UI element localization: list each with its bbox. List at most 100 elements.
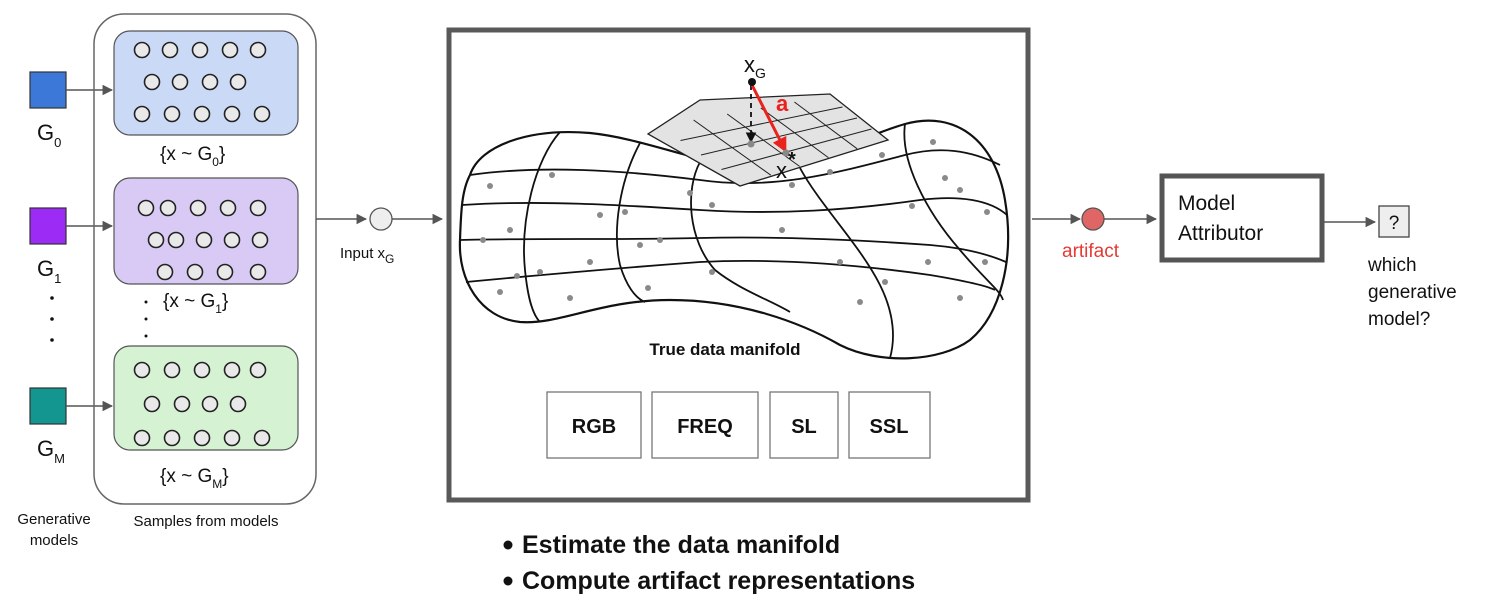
artifact-vector-arrow	[750, 84, 787, 153]
sample-circle	[221, 41, 239, 59]
manifold-grid-line	[903, 123, 1004, 301]
tangent-grid-line	[721, 128, 872, 170]
sample-circle	[249, 199, 267, 217]
tangent-plane-surface	[646, 93, 890, 187]
manifold-point	[497, 289, 503, 295]
sample-circle	[193, 105, 211, 123]
sample-circle	[173, 395, 191, 413]
projection-point	[747, 140, 755, 148]
representation-box-rgb	[546, 391, 642, 459]
manifold-point	[507, 227, 513, 233]
ellipsis-dot	[50, 317, 54, 321]
bullet-list: Estimate the data manifold Compute artif…	[503, 531, 915, 595]
artifact-vector-label: a	[776, 91, 789, 116]
manifold-point	[957, 295, 963, 301]
tangent-plane	[646, 93, 890, 187]
manifold-grid-line	[690, 161, 791, 313]
manifold-point	[982, 259, 988, 265]
manifold-point	[942, 175, 948, 181]
generator-square-g1	[29, 207, 67, 245]
sample-circle	[163, 429, 181, 447]
generator-square-g0	[29, 71, 67, 109]
sample-circle	[171, 73, 189, 91]
model-attributor-label: Model	[1178, 192, 1235, 215]
output-question-mark: ?	[1389, 213, 1400, 234]
representation-box-ssl	[848, 391, 931, 459]
manifold-panel: xG a x * True data manifold RGB FREQ SL …	[446, 27, 1031, 503]
artifact-label: artifact	[1062, 241, 1120, 262]
ellipsis-dot	[144, 300, 148, 304]
sample-circle	[156, 263, 174, 281]
manifold-point	[487, 183, 493, 189]
manifold-point	[537, 269, 543, 275]
sample-circle	[193, 429, 211, 447]
representation-box-sl	[769, 391, 839, 459]
sample-circle	[189, 199, 207, 217]
manifold-point	[637, 242, 643, 248]
manifold-points	[480, 139, 990, 305]
samples-panel: {x ~ G0} {x ~ G1} {x ~ GM} Samples from …	[93, 13, 317, 530]
manifold-point	[779, 227, 785, 233]
input-label: Input xG	[340, 245, 394, 266]
generative-models-label-2: models	[30, 532, 78, 549]
manifold-grid-line	[523, 131, 561, 323]
xg-point	[748, 78, 756, 86]
sample-circle	[193, 361, 211, 379]
manifold-point	[930, 139, 936, 145]
sample-caption-gm: {x ~ GM}	[160, 466, 229, 491]
sample-box-g1	[113, 177, 299, 285]
sample-circle	[251, 231, 269, 249]
sample-circles-g0	[133, 41, 271, 123]
sample-circle	[133, 429, 151, 447]
manifold-point	[857, 299, 863, 305]
manifold-point	[567, 295, 573, 301]
representation-label-ssl: SSL	[870, 416, 909, 438]
manifold-point	[827, 169, 833, 175]
sample-circle	[229, 73, 247, 91]
representation-boxes: RGB FREQ SL SSL	[546, 391, 931, 459]
samples-from-models-label: Samples from models	[133, 513, 278, 530]
manifold-point	[480, 237, 486, 243]
sample-circle	[161, 41, 179, 59]
ellipsis-dot	[50, 296, 54, 300]
samples-outer-frame	[93, 13, 317, 505]
xstar-point	[782, 149, 790, 157]
manifold-point	[789, 182, 795, 188]
sample-circle	[147, 231, 165, 249]
manifold-point	[514, 273, 520, 279]
manifold-grid-line	[459, 236, 1007, 263]
ellipsis-dot	[144, 317, 148, 321]
sample-caption-g1: {x ~ G1}	[163, 291, 228, 316]
manifold-point	[984, 209, 990, 215]
sample-circle	[229, 395, 247, 413]
generator-column: G0 G1 GM Generative models	[17, 71, 91, 549]
manifold-grid-line	[469, 149, 1001, 185]
generative-models-label: Generative	[17, 511, 90, 528]
sample-circle	[163, 361, 181, 379]
representation-box-freq	[651, 391, 759, 459]
which-model-label-2: generative	[1368, 282, 1457, 303]
sample-circle	[223, 361, 241, 379]
sample-circle	[253, 429, 271, 447]
sample-circle	[195, 231, 213, 249]
sample-circle	[201, 73, 219, 91]
which-model-label: which	[1367, 255, 1417, 276]
sample-circle	[249, 41, 267, 59]
manifold-point	[622, 209, 628, 215]
manifold-point	[645, 285, 651, 291]
bullet-estimate-manifold: Estimate the data manifold	[522, 531, 840, 559]
model-attributor-label-2: Attributor	[1178, 222, 1263, 245]
model-attributor-box	[1159, 173, 1325, 263]
sample-circle	[137, 199, 155, 217]
manifold-grid-line	[799, 167, 894, 359]
generator-label-gm: GM	[37, 436, 65, 466]
output-question-box	[1378, 205, 1410, 238]
ellipsis-dot	[144, 334, 148, 338]
sample-circle	[249, 263, 267, 281]
bullet-dot	[503, 540, 513, 550]
manifold-point	[709, 202, 715, 208]
sample-circle	[223, 429, 241, 447]
sample-circle	[163, 105, 181, 123]
manifold-grid-line	[461, 197, 1008, 216]
